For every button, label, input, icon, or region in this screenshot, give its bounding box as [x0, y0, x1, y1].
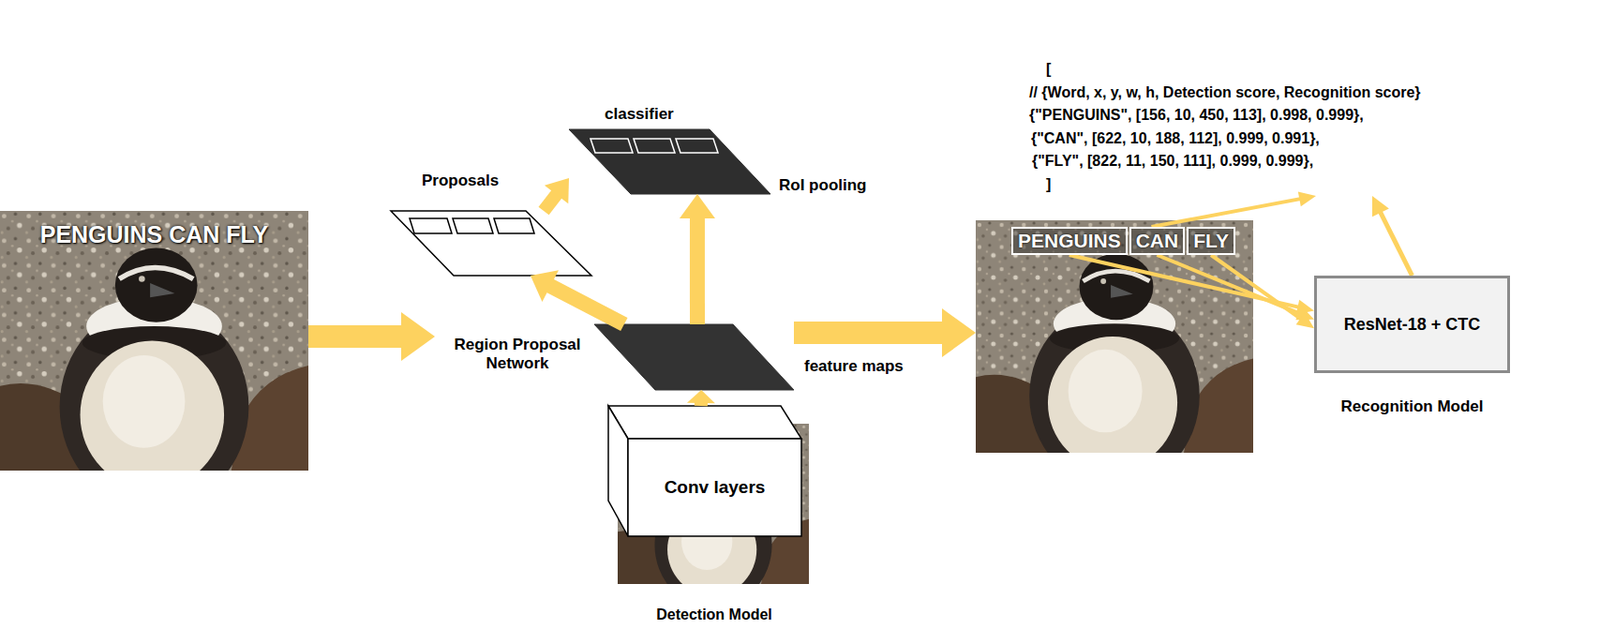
code-line: ]	[1029, 173, 1421, 197]
code-line: [	[1029, 58, 1421, 82]
flow-arrow	[687, 389, 716, 406]
flow-arrow	[1151, 191, 1316, 227]
word-text: PENGUINS	[1017, 229, 1122, 253]
node-shape	[594, 324, 794, 390]
shape-outline	[608, 405, 802, 439]
flow-arrow	[1211, 254, 1315, 329]
flow-arrow	[679, 194, 716, 325]
conv-cube: Conv layers	[608, 405, 802, 537]
flow-arrow	[530, 269, 625, 325]
flow-arrow	[793, 308, 976, 358]
code-line: {"CAN", [622, 10, 188, 112], 0.999, 0.99…	[1029, 127, 1421, 151]
shape-outline	[633, 138, 675, 153]
flow-arrow	[1156, 254, 1315, 320]
shape-outline	[628, 438, 802, 537]
word-text: CAN	[1136, 229, 1180, 253]
arrow-shaft	[549, 285, 624, 325]
arrow-head	[679, 194, 716, 219]
flow-arrow	[308, 312, 435, 361]
shape-outline	[493, 218, 535, 234]
model-label: Recognition Model	[1340, 397, 1483, 417]
arrow-shaft	[793, 321, 943, 344]
shape-outline	[409, 218, 452, 234]
shape-outline	[608, 405, 629, 537]
arrow-shaft	[308, 325, 403, 348]
layer-label: Region Proposal Network	[438, 335, 597, 374]
node-shape	[568, 129, 771, 195]
penguin-photo	[0, 210, 309, 471]
shape-outline	[390, 210, 592, 276]
arrow-head	[942, 308, 976, 358]
flow-arrow	[543, 178, 569, 211]
arrow-head	[544, 178, 569, 204]
arrow-shaft	[1211, 254, 1301, 319]
model-label: Detection Model	[620, 605, 808, 625]
arrow-shaft	[543, 194, 557, 211]
penguin-photo	[617, 423, 809, 584]
shape-outline	[675, 138, 718, 153]
shape-outline	[594, 324, 794, 390]
word-text: FLY	[1193, 229, 1229, 253]
box-text: ResNet-18 + CTC	[1344, 314, 1481, 335]
arrow-shaft	[1151, 198, 1301, 227]
layer-label: Proposals	[421, 170, 499, 191]
arrow-shaft	[689, 217, 705, 325]
meme-text: PENGUINS CAN FLY	[0, 220, 309, 249]
word-box: CAN	[1129, 226, 1186, 255]
word-box: FLY	[1186, 226, 1236, 255]
photo-frame: PENGUINS CAN FLY	[0, 210, 309, 471]
arrow-head	[1372, 195, 1390, 217]
process-box: ResNet-18 + CTCRecognition Model	[1314, 275, 1511, 374]
arrow-head	[1298, 191, 1316, 207]
node-shape	[390, 210, 592, 276]
shape-outline	[590, 138, 633, 153]
node-shape	[608, 405, 802, 537]
arrow-shaft	[1379, 211, 1412, 276]
feature-map-plane: Region Proposal Networkfeature maps	[434, 324, 794, 390]
flow-arrow	[1372, 195, 1413, 276]
shape-outline	[568, 129, 771, 195]
proposal-plane: Proposals	[390, 210, 592, 276]
code-line: {"PENGUINS", [156, 10, 450, 113], 0.998,…	[1029, 104, 1421, 128]
layer-label: feature maps	[804, 356, 904, 376]
shape-outline	[452, 218, 494, 234]
layer-label: RoI pooling	[778, 175, 867, 195]
classifier-plane: classifierRoI pooling	[568, 129, 771, 195]
arrow-head	[687, 389, 716, 404]
code-line: {"FLY", [822, 11, 150, 111], 0.999, 0.99…	[1029, 149, 1421, 174]
layer-label: classifier	[604, 104, 674, 124]
code-line: // {Word, x, y, w, h, Detection score, R…	[1029, 81, 1421, 105]
photo-frame: PENGUINS CAN FLY	[975, 220, 1254, 453]
json-output: [// {Word, x, y, w, h, Detection score, …	[1029, 58, 1421, 196]
penguin-image	[617, 423, 809, 584]
flow-arrow	[1069, 254, 1315, 315]
penguin-image	[0, 210, 309, 471]
word-box: PENGUINS	[1011, 226, 1128, 255]
arrow-head	[530, 269, 559, 302]
arrow-head	[1296, 312, 1315, 329]
arrow-head	[401, 312, 435, 361]
box-text: Conv layers	[628, 438, 802, 537]
